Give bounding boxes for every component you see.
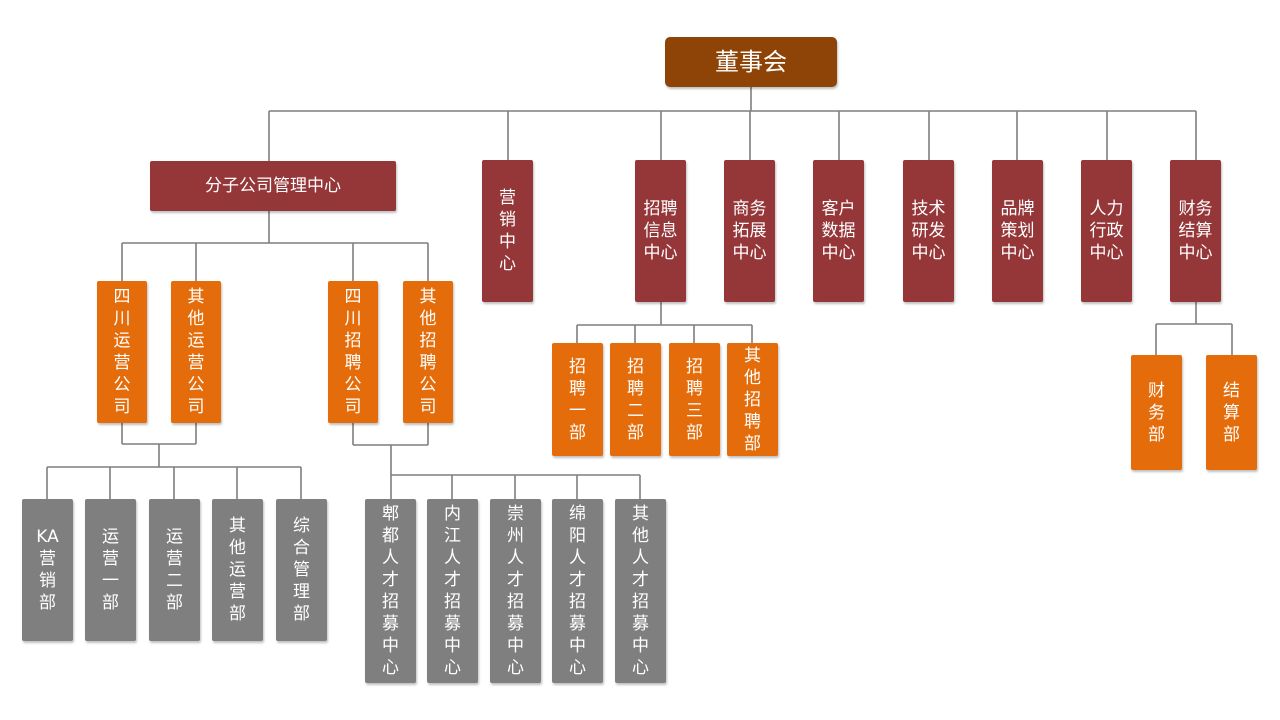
- other-recruitment-dept-label: 其 他 招 聘 部: [744, 345, 761, 454]
- recruitment-dept-two: 招 聘 二 部: [610, 343, 661, 456]
- board-label: 董事会: [715, 48, 787, 76]
- operations-dept-one: 运 营 一 部: [85, 499, 136, 641]
- other-recruiting-company: 其 他 招 聘 公 司: [403, 281, 453, 423]
- other-talent-center: 其 他 人 才 招 募 中 心: [615, 499, 666, 683]
- recruitment-info-center: 招聘 信息 中心: [635, 160, 686, 302]
- marketing-center: 营 销 中 心: [482, 160, 533, 302]
- business-development-center: 商务 拓展 中心: [724, 160, 775, 302]
- other-recruitment-dept: 其 他 招 聘 部: [727, 343, 778, 456]
- subsidiary-management-center: 分子公司管理中心: [150, 161, 396, 211]
- customer-data-center-label: 客户 数据 中心: [821, 199, 856, 263]
- sichuan-operations-company: 四 川 运 营 公 司: [97, 281, 147, 423]
- customer-data-center: 客户 数据 中心: [813, 160, 864, 302]
- operations-dept-two: 运 营 二 部: [149, 499, 200, 641]
- other-operations-dept-label: 其 他 运 营 部: [229, 516, 246, 624]
- recruitment-dept-one-label: 招 聘 一 部: [569, 356, 586, 443]
- sichuan-operations-company-label: 四 川 运 营 公 司: [113, 287, 131, 417]
- board-of-directors: 董事会: [665, 37, 837, 87]
- subsidiary-management-center-label: 分子公司管理中心: [205, 176, 341, 196]
- sichuan-recruiting-company-label: 四 川 招 聘 公 司: [344, 287, 362, 417]
- other-recruiting-company-label: 其 他 招 聘 公 司: [419, 287, 437, 417]
- other-operations-dept: 其 他 运 营 部: [212, 499, 263, 641]
- brand-planning-center-label: 品牌 策划 中心: [1000, 199, 1035, 263]
- recruitment-dept-three-label: 招 聘 三 部: [686, 356, 703, 443]
- marketing-center-label: 营 销 中 心: [499, 188, 516, 274]
- recruitment-dept-three: 招 聘 三 部: [669, 343, 720, 456]
- recruitment-dept-two-label: 招 聘 二 部: [627, 356, 644, 443]
- chongzhou-talent-center: 崇 州 人 才 招 募 中 心: [490, 499, 541, 683]
- hr-admin-center: 人力 行政 中心: [1081, 160, 1132, 302]
- neijiang-talent-center: 内 江 人 才 招 募 中 心: [427, 499, 478, 683]
- mianyang-talent-center-label: 绵 阳 人 才 招 募 中 心: [569, 504, 586, 678]
- pidu-talent-center-label: 郫 都 人 才 招 募 中 心: [382, 504, 399, 678]
- operations-dept-two-label: 运 营 二 部: [166, 527, 183, 613]
- other-operations-company-label: 其 他 运 营 公 司: [187, 287, 205, 417]
- ka-marketing-dept: KA 营 销 部: [22, 499, 73, 641]
- neijiang-talent-center-label: 内 江 人 才 招 募 中 心: [444, 504, 461, 678]
- sichuan-recruiting-company: 四 川 招 聘 公 司: [328, 281, 378, 423]
- mianyang-talent-center: 绵 阳 人 才 招 募 中 心: [552, 499, 603, 683]
- chongzhou-talent-center-label: 崇 州 人 才 招 募 中 心: [507, 504, 524, 678]
- tech-rd-center-label: 技术 研发 中心: [911, 199, 946, 263]
- recruitment-dept-one: 招 聘 一 部: [552, 343, 603, 456]
- finance-settlement-center-label: 财务 结算 中心: [1178, 199, 1213, 263]
- tech-rd-center: 技术 研发 中心: [903, 160, 954, 302]
- ka-marketing-dept-label: KA 营 销 部: [36, 527, 59, 613]
- finance-dept-label: 财 务 部: [1148, 380, 1165, 445]
- business-development-center-label: 商务 拓展 中心: [732, 199, 767, 263]
- general-management-dept: 综 合 管 理 部: [276, 499, 327, 641]
- other-talent-center-label: 其 他 人 才 招 募 中 心: [632, 504, 649, 678]
- recruitment-info-center-label: 招聘 信息 中心: [643, 199, 678, 263]
- brand-planning-center: 品牌 策划 中心: [992, 160, 1043, 302]
- settlement-dept-label: 结 算 部: [1223, 380, 1240, 445]
- finance-dept: 财 务 部: [1131, 355, 1182, 470]
- operations-dept-one-label: 运 营 一 部: [102, 527, 119, 613]
- other-operations-company: 其 他 运 营 公 司: [171, 281, 221, 423]
- general-management-dept-label: 综 合 管 理 部: [293, 516, 310, 624]
- finance-settlement-center: 财务 结算 中心: [1170, 160, 1221, 302]
- hr-admin-center-label: 人力 行政 中心: [1089, 199, 1124, 263]
- settlement-dept: 结 算 部: [1206, 355, 1257, 470]
- pidu-talent-center: 郫 都 人 才 招 募 中 心: [365, 499, 416, 683]
